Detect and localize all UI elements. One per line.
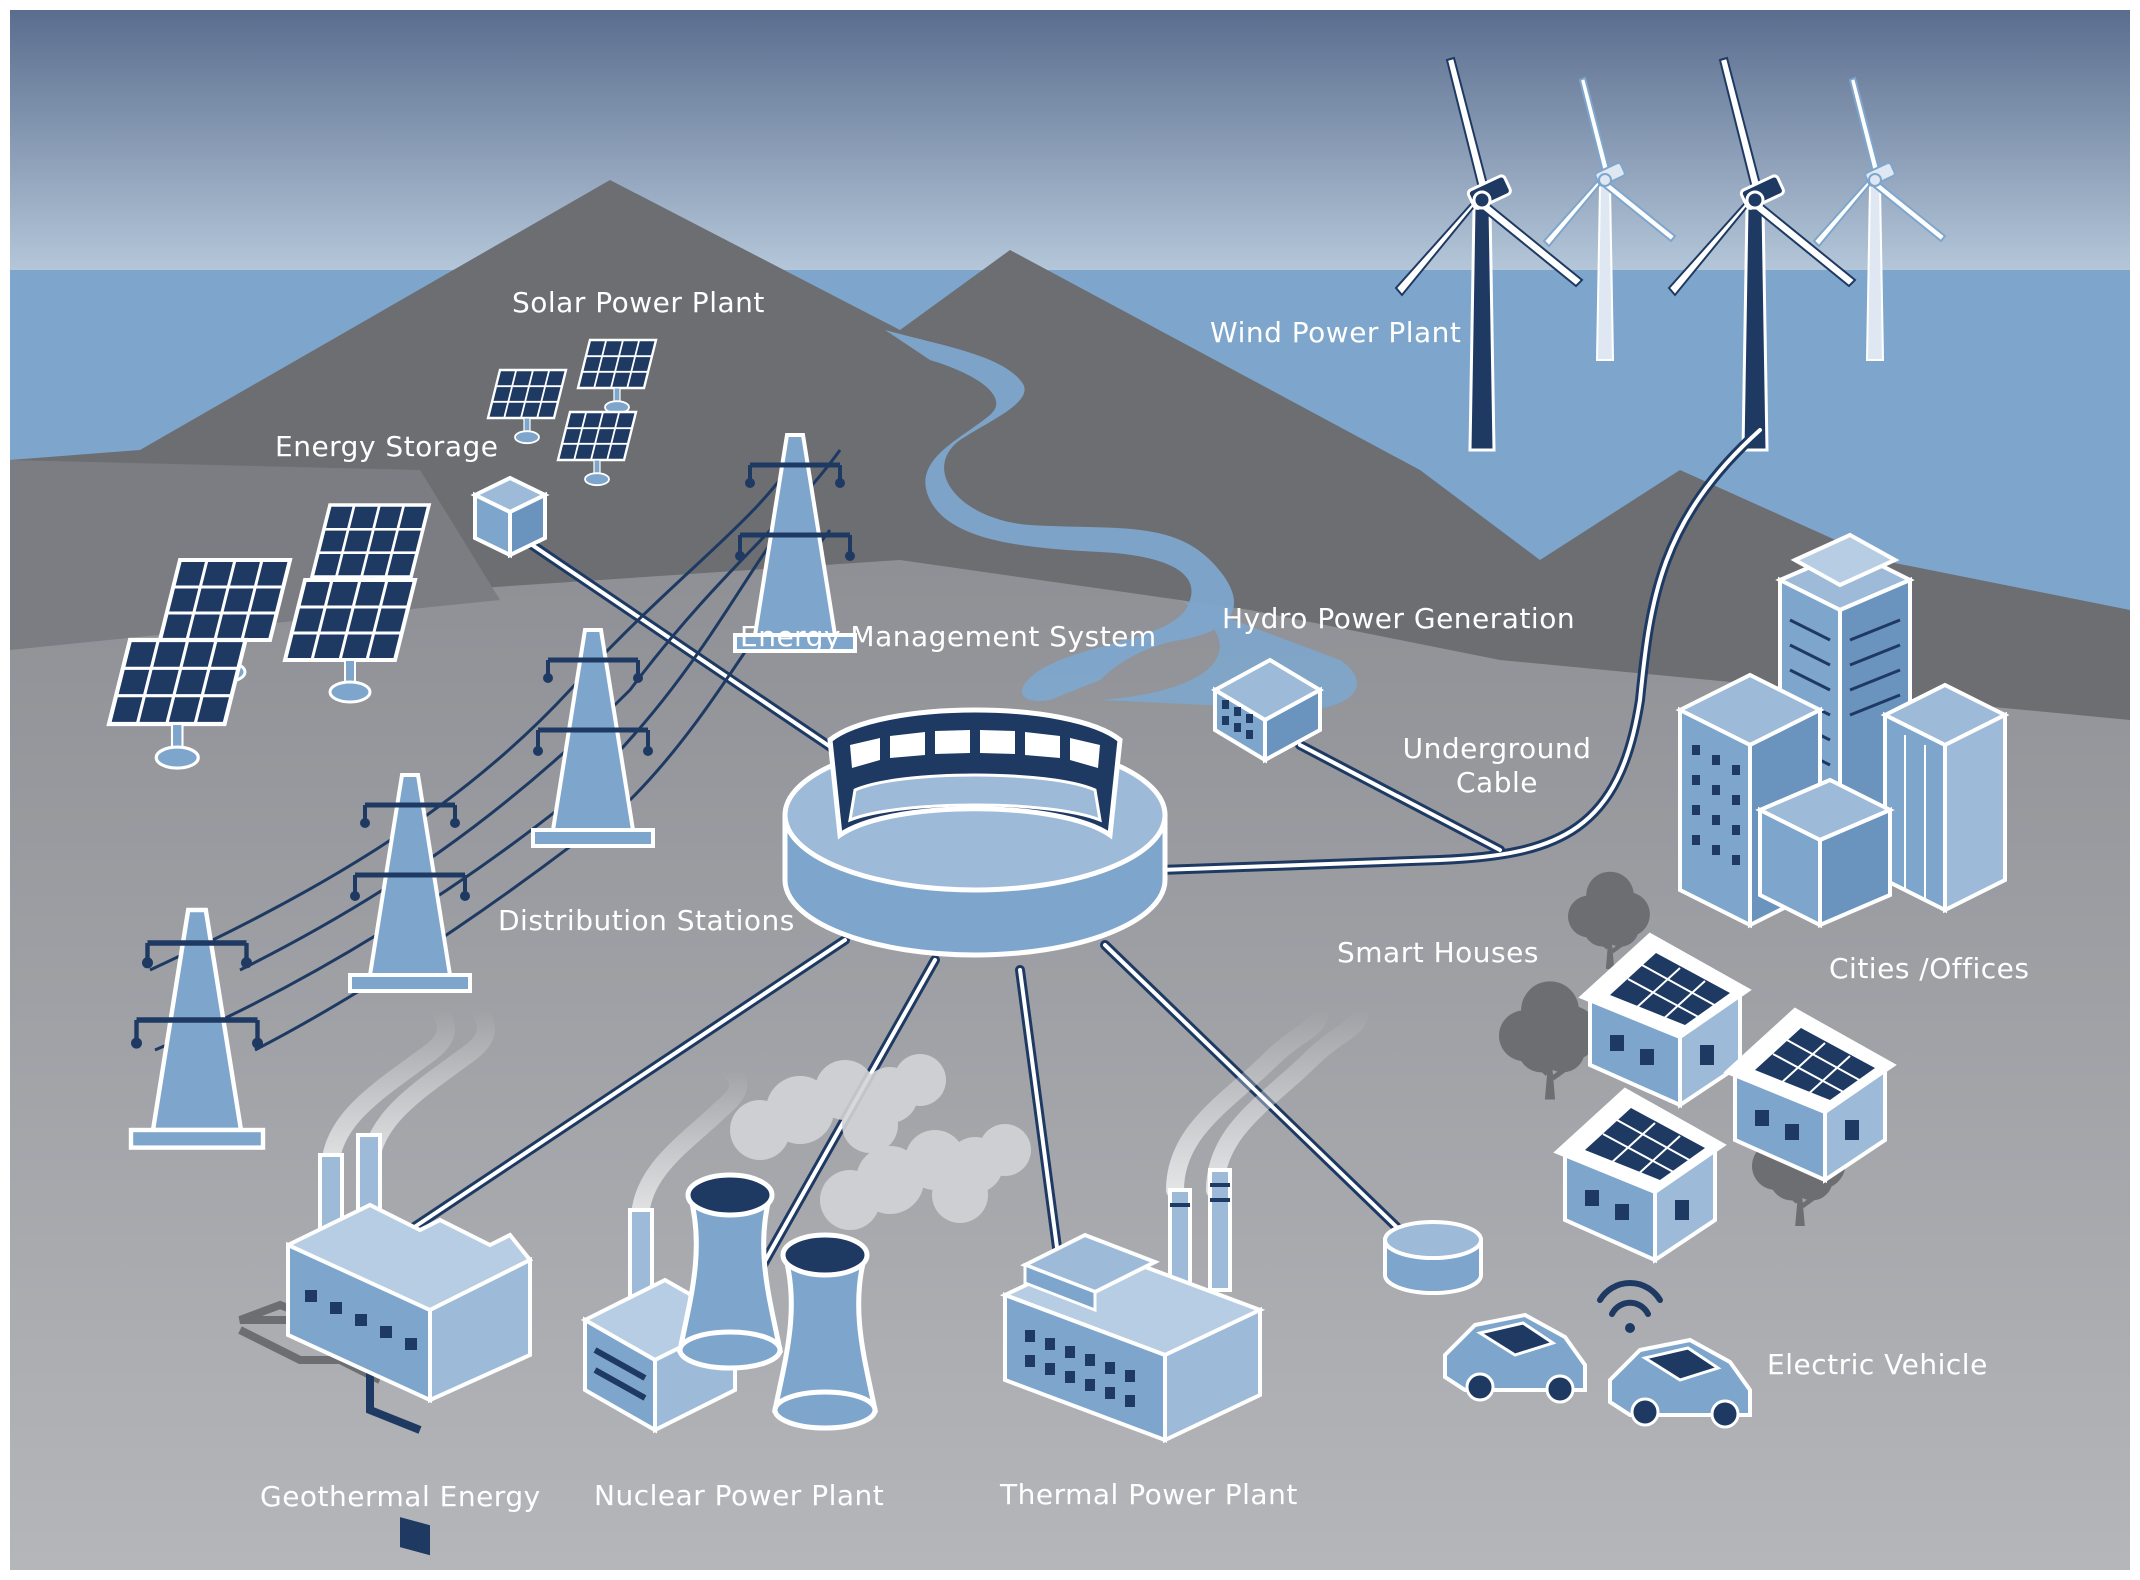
label-smart-houses: Smart Houses [1337, 936, 1539, 969]
label-electric-vehicle: Electric Vehicle [1767, 1348, 1988, 1381]
label-geothermal-energy: Geothermal Energy [260, 1480, 541, 1513]
label-underground-line-1: Underground [1403, 732, 1592, 766]
label-energy-storage: Energy Storage [275, 430, 498, 463]
label-wind-power-plant: Wind Power Plant [1210, 316, 1461, 349]
sky [10, 10, 2130, 310]
energy-management-hub-icon [785, 710, 1165, 955]
label-energy-management-system: Energy Management System [740, 620, 1157, 653]
label-solar-power-plant: Solar Power Plant [512, 286, 765, 319]
label-distribution-stations: Distribution Stations [498, 904, 795, 937]
label-underground-cable: Underground Cable [1403, 732, 1592, 800]
battery-cube-icon [475, 478, 545, 555]
smart-meter-icon [1385, 1222, 1481, 1293]
label-nuclear-power-plant: Nuclear Power Plant [594, 1479, 884, 1512]
label-thermal-power-plant: Thermal Power Plant [1000, 1478, 1298, 1511]
label-hydro-power-generation: Hydro Power Generation [1222, 602, 1575, 635]
label-cities-offices: Cities /Offices [1829, 952, 2029, 985]
label-underground-line-2: Cable [1403, 766, 1592, 800]
